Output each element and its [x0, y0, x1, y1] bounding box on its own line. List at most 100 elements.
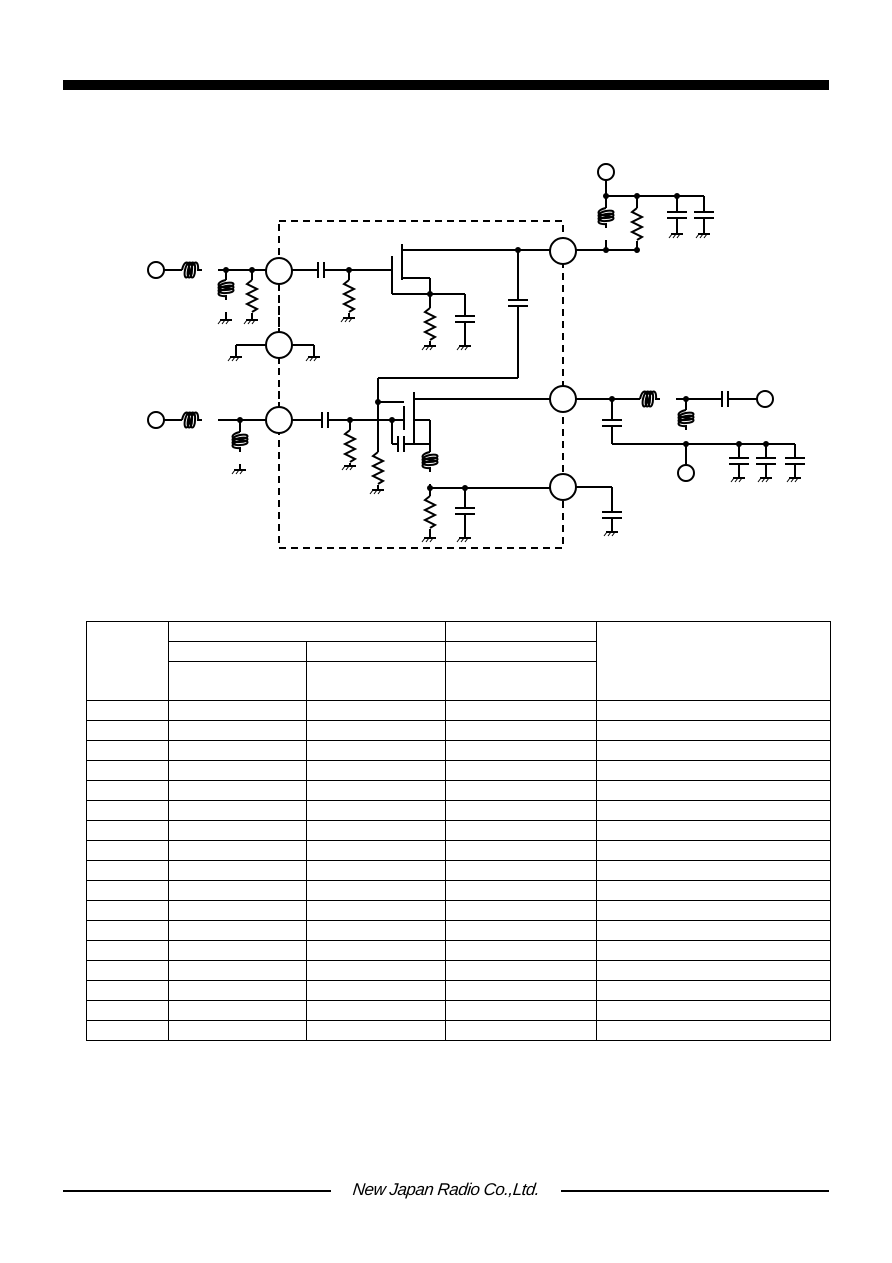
table-cell: [306, 641, 446, 662]
table-cell: [168, 920, 307, 941]
table-cell: [86, 820, 169, 841]
table-cell: [168, 720, 307, 741]
table-cell: [86, 860, 169, 881]
table-cell: [306, 1020, 446, 1041]
table-cell: [306, 780, 446, 801]
table-cell: [445, 900, 597, 921]
table-row: [86, 700, 831, 721]
table-cell: [168, 621, 446, 642]
table-cell: [168, 661, 307, 701]
table-cell: [596, 1020, 831, 1041]
table-cell: [86, 1020, 169, 1041]
table-row: [86, 1000, 831, 1021]
table-cell: [86, 920, 169, 941]
table-cell: [445, 840, 597, 861]
circuit-schematic: [147, 163, 805, 549]
table-row: [86, 760, 831, 781]
table-cell: [306, 661, 446, 701]
table-cell: [86, 800, 169, 821]
table-cell: [306, 760, 446, 781]
table-cell: [168, 800, 307, 821]
table-cell: [306, 860, 446, 881]
table-row: [86, 780, 831, 801]
table-cell: [445, 780, 597, 801]
table-cell: [168, 641, 307, 662]
table-cell: [86, 960, 169, 981]
table-cell: [596, 840, 831, 861]
table-cell: [596, 621, 831, 701]
table-cell: [596, 1000, 831, 1021]
table-row: [86, 740, 831, 761]
table-cell: [86, 900, 169, 921]
table-cell: [168, 940, 307, 961]
table-cell: [306, 1000, 446, 1021]
table-cell: [168, 880, 307, 901]
table-cell: [86, 840, 169, 861]
table-cell: [168, 980, 307, 1001]
table-cell: [306, 960, 446, 981]
table-cell: [168, 860, 307, 881]
table-cell: [306, 820, 446, 841]
table-cell: [445, 800, 597, 821]
table-cell: [445, 960, 597, 981]
table-row: [86, 860, 831, 881]
table-row: [86, 720, 831, 741]
table-header-row: [86, 621, 831, 701]
table-row: [86, 940, 831, 961]
table-cell: [445, 1000, 597, 1021]
table-cell: [168, 960, 307, 981]
table-cell: [306, 980, 446, 1001]
table-cell: [445, 1020, 597, 1041]
table-cell: [306, 940, 446, 961]
table-cell: [445, 820, 597, 841]
table-cell: [306, 840, 446, 861]
table-cell: [445, 740, 597, 761]
table-cell: [306, 900, 446, 921]
table-cell: [596, 920, 831, 941]
table-cell: [596, 940, 831, 961]
table-cell: [86, 1000, 169, 1021]
table-body: [86, 700, 831, 1041]
table-cell: [86, 880, 169, 901]
footer-rule-left: [63, 1190, 331, 1192]
table-cell: [168, 820, 307, 841]
table-row: [86, 880, 831, 901]
table-row: [86, 820, 831, 841]
table-cell: [306, 920, 446, 941]
table-cell: [445, 641, 597, 662]
table-cell: [86, 760, 169, 781]
table-row: [86, 840, 831, 861]
table-row: [86, 800, 831, 821]
table-cell: [445, 621, 597, 642]
table-row: [86, 1020, 831, 1041]
table-row: [86, 900, 831, 921]
table-cell: [86, 720, 169, 741]
footer-rule-right: [561, 1190, 829, 1192]
table-cell: [168, 740, 307, 761]
table-cell: [445, 920, 597, 941]
table-cell: [596, 700, 831, 721]
table-cell: [86, 940, 169, 961]
table-cell: [445, 661, 597, 701]
table-cell: [445, 720, 597, 741]
table-cell: [596, 760, 831, 781]
table-cell: [445, 880, 597, 901]
table-cell: [596, 960, 831, 981]
table-cell: [596, 980, 831, 1001]
table-cell: [168, 840, 307, 861]
table-cell: [306, 800, 446, 821]
header-rule: [63, 80, 829, 90]
table-cell: [168, 700, 307, 721]
table-cell: [86, 980, 169, 1001]
table-cell: [596, 820, 831, 841]
company-logo: New Japan Radio Co.,Ltd.: [351, 1180, 541, 1199]
table-cell: [168, 1020, 307, 1041]
table-cell: [445, 940, 597, 961]
table-cell: [445, 980, 597, 1001]
pin-description-table: [86, 621, 831, 1041]
table-cell: [596, 740, 831, 761]
table-cell: [596, 900, 831, 921]
table-cell: [168, 780, 307, 801]
table-cell: [168, 900, 307, 921]
table-cell: [306, 740, 446, 761]
